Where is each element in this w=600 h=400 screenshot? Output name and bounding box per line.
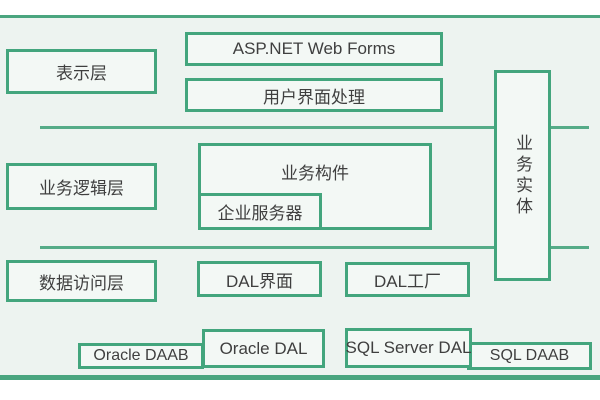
business-entity-box: 业务实体 bbox=[494, 70, 551, 281]
business-logic-layer-box: 业务逻辑层 bbox=[6, 163, 157, 210]
presentation-layer-box: 表示层 bbox=[6, 49, 157, 94]
oracle-daab-box: Oracle DAAB bbox=[78, 343, 204, 369]
dal-interface-box: DAL界面 bbox=[197, 261, 322, 297]
sql-daab-box: SQL DAAB bbox=[467, 342, 592, 370]
ui-processing-box: 用户界面处理 bbox=[185, 78, 443, 112]
data-access-layer-box: 数据访问层 bbox=[6, 260, 157, 302]
sql-server-dal-box: SQL Server DAL bbox=[345, 328, 472, 368]
oracle-dal-box: Oracle DAL bbox=[202, 329, 325, 368]
aspnet-web-forms-box: ASP.NET Web Forms bbox=[185, 32, 443, 66]
dal-factory-box: DAL工厂 bbox=[345, 262, 470, 297]
separator-presentation-business bbox=[40, 126, 589, 129]
enterprise-server-box: 企业服务器 bbox=[198, 193, 322, 230]
separator-business-dataaccess bbox=[40, 246, 589, 249]
